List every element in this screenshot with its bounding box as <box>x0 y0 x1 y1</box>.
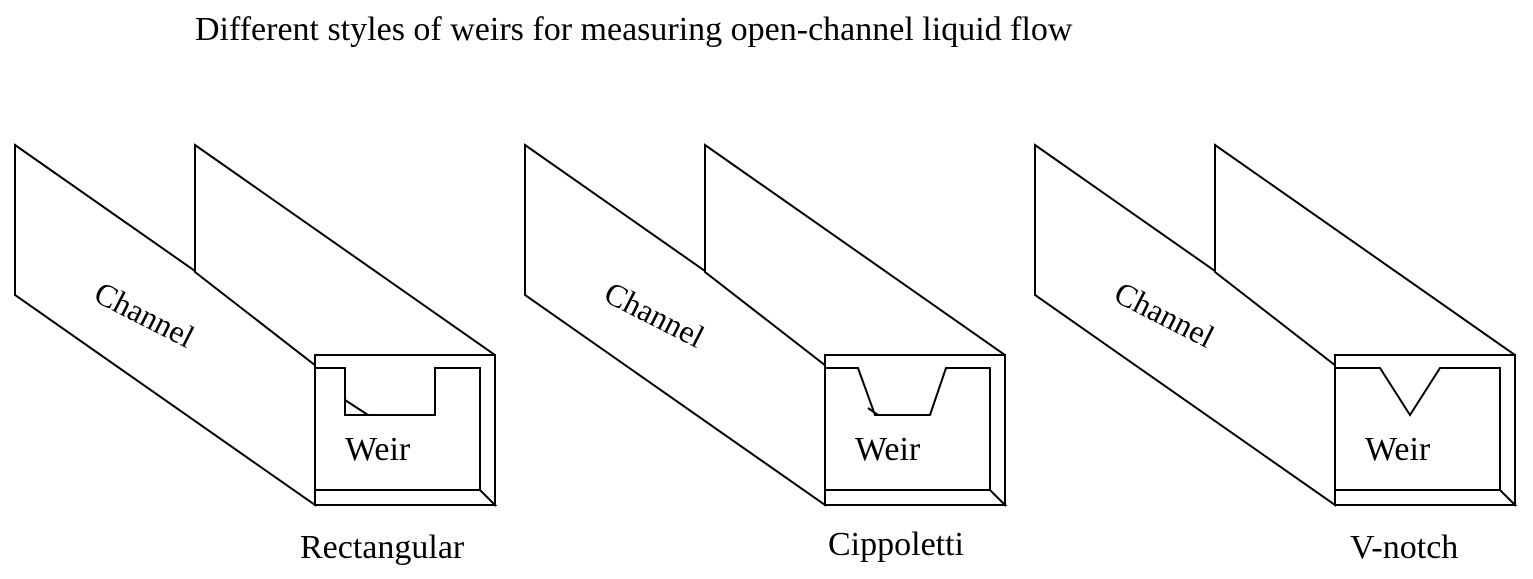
weir-label: Weir <box>345 431 411 468</box>
cippoletti-weir-figure: Channel Weir Cippoletti <box>524 143 1008 563</box>
v-notch-weir-figure: Channel Weir V-notch <box>1034 143 1518 566</box>
weir-style-label: Rectangular <box>300 529 465 566</box>
rectangular-weir-figure: Channel Weir Rectangular <box>14 143 498 566</box>
channel-floor <box>824 489 1008 506</box>
channel-floor <box>1334 489 1518 506</box>
weir-plate <box>824 367 991 491</box>
weir-plate <box>1334 367 1501 491</box>
weir-style-label: V-notch <box>1350 529 1458 566</box>
channel-floor <box>314 489 498 506</box>
notch-back-edge <box>867 407 879 416</box>
weir-style-label: Cippoletti <box>828 526 964 563</box>
weir-plate <box>314 367 481 491</box>
weir-label: Weir <box>855 431 921 468</box>
notch-back-edge <box>344 399 369 416</box>
diagram-title: Different styles of weirs for measuring … <box>195 11 1073 48</box>
weir-label: Weir <box>1365 431 1431 468</box>
